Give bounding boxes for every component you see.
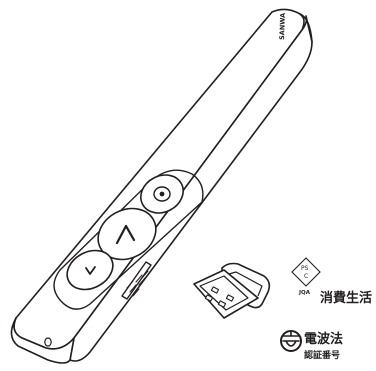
- power-switch: [121, 261, 152, 300]
- brand-logo: SANWA: [278, 13, 287, 40]
- remote-bevel-line: [299, 13, 313, 43]
- remote-side-face: [69, 15, 313, 362]
- button-panel: [53, 169, 204, 310]
- giteki-mark-icon: [280, 330, 302, 352]
- remote-end-cap: [10, 317, 75, 364]
- brand-text: SANWA: [278, 13, 287, 40]
- pse-org-text: JQA: [298, 290, 311, 296]
- page-up-button: [97, 207, 157, 261]
- pse-mark: PS C JQA: [291, 257, 321, 296]
- end-cap-hole: [44, 337, 52, 347]
- chevron-up-icon: [115, 224, 136, 245]
- chevron-down-icon: [85, 266, 96, 275]
- usb-receiver: [193, 262, 271, 319]
- pse-inner-top: PS: [301, 265, 309, 272]
- radio-law-label: 電波法: [304, 332, 344, 347]
- page-down-button: [66, 249, 114, 291]
- certification-number-label: 認証番号: [304, 351, 341, 361]
- receiver-plug-inner: [199, 275, 249, 311]
- laser-button: [140, 174, 184, 214]
- pse-diamond-icon: [291, 257, 321, 287]
- pse-inner-bottom: C: [304, 273, 308, 280]
- pse-label: 消費生活: [320, 291, 373, 306]
